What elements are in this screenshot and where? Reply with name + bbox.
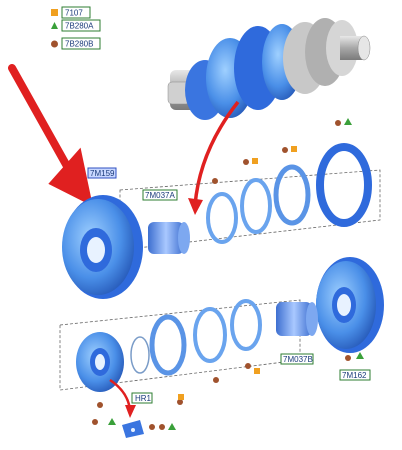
label-7m159: 7M159 [87, 167, 117, 179]
circle-icon [243, 159, 249, 165]
shaft-assembly [167, 18, 371, 120]
snap-ring-hr1 [130, 336, 150, 374]
ring-upper-2 [240, 178, 272, 234]
legend-item-triangle: 7B280A [51, 19, 101, 32]
gear-7m162 [316, 257, 384, 353]
part-label: 7M159 [90, 169, 115, 178]
legend-item-square: 7107 [51, 6, 91, 19]
legend-item-circle: 7B280B [51, 37, 101, 50]
triangle-icon [168, 423, 176, 430]
triangle-icon [344, 118, 352, 125]
label-7m037a: 7M037A [142, 189, 178, 201]
circle-icon [92, 419, 98, 425]
legend: 7107 7B280A 7B280B [51, 6, 101, 50]
square-icon [178, 394, 184, 400]
ring-lower-1 [230, 299, 262, 351]
circle-icon [213, 377, 219, 383]
ring-lower-3 [149, 314, 187, 376]
circle-icon [345, 355, 351, 361]
ring-lower-2 [193, 307, 227, 363]
square-icon [51, 9, 58, 16]
legend-code: 7107 [65, 9, 83, 18]
circle-icon [177, 399, 183, 405]
part-label: 7M037B [283, 355, 313, 364]
red-arrow-curved-icon [193, 100, 240, 206]
key-part [122, 420, 144, 438]
bearing-7m037b [276, 302, 318, 336]
circle-icon [159, 424, 165, 430]
square-icon [291, 146, 297, 152]
circle-icon [212, 178, 218, 184]
ring-upper-3 [273, 164, 311, 226]
triangle-icon [356, 352, 364, 359]
triangle-icon [51, 22, 58, 29]
bearing-7m037a [148, 222, 190, 254]
part-label: 7M162 [342, 371, 367, 380]
ring-upper-1 [206, 192, 238, 244]
legend-code: 7B280A [65, 22, 94, 31]
circle-icon [282, 147, 288, 153]
circle-icon [97, 402, 103, 408]
part-label: HR1 [135, 394, 152, 403]
sync-ring-upper [316, 143, 372, 227]
circle-icon [245, 363, 251, 369]
legend-code: 7B280B [65, 40, 93, 49]
label-hr1: HR1 [131, 392, 153, 404]
square-icon [252, 158, 258, 164]
sleeve-hub [76, 332, 124, 392]
red-arrow-large-icon [8, 64, 93, 207]
square-icon [254, 368, 260, 374]
triangle-icon [108, 418, 116, 425]
circle-icon [51, 40, 58, 48]
circle-icon [335, 120, 341, 126]
label-7m037b: 7M037B [280, 353, 314, 365]
label-7m162: 7M162 [339, 369, 371, 381]
gear-7m159 [62, 195, 143, 299]
part-label: 7M037A [145, 191, 175, 200]
circle-icon [149, 424, 155, 430]
